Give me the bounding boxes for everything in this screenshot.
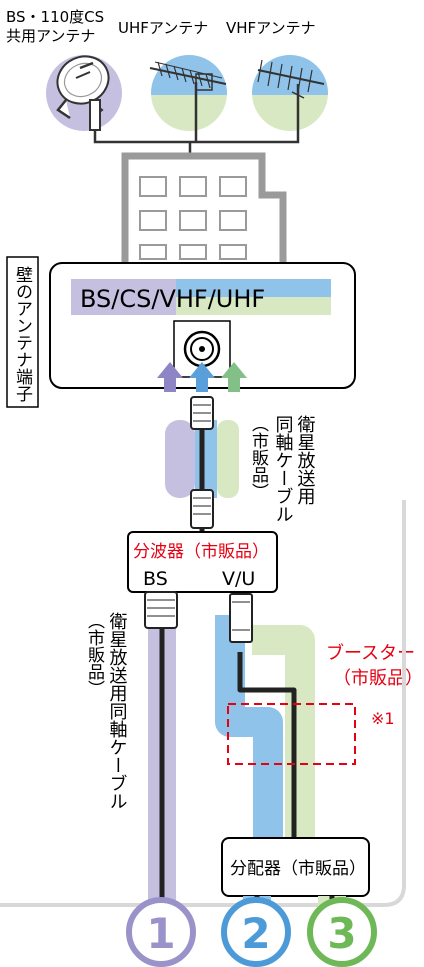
- upper-cable-label-line2: 同軸ケーブル: [273, 415, 294, 523]
- left-cable-note: （市販品）: [84, 612, 105, 697]
- upper-cable-note: （市販品）: [248, 415, 269, 500]
- upper-cable-label-line1: 衛星放送用: [295, 415, 316, 505]
- splitter-port-bs: BS: [143, 568, 168, 590]
- splitter-port-vu: V/U: [222, 568, 255, 590]
- output-1-label: 1: [146, 909, 175, 958]
- wall-terminal-side-label: 壁のアンテナ端子: [12, 266, 33, 402]
- upper-cable: [165, 396, 239, 535]
- output-2-label: 2: [241, 909, 270, 958]
- vhf-antenna-label: VHFアンテナ: [226, 19, 316, 37]
- signal-arrows: [157, 362, 247, 392]
- bs-antenna-label-line1: BS・110度CS: [6, 8, 104, 26]
- uhf-antenna-label: UHFアンテナ: [118, 19, 208, 37]
- booster-footnote: ※1: [371, 709, 395, 728]
- booster-title: ブースター: [326, 642, 415, 664]
- room-outline: [0, 500, 406, 907]
- building: [121, 152, 287, 262]
- output-2: 2: [221, 897, 291, 967]
- vu-output-cable: [215, 593, 315, 855]
- booster-note: （市販品）: [333, 668, 423, 689]
- output-1: 1: [126, 897, 196, 967]
- band-label: BS/CS/VHF/UHF: [80, 285, 265, 313]
- wall-terminal-side-label-box: 壁のアンテナ端子: [6, 256, 39, 408]
- vhf-antenna: [252, 55, 328, 131]
- booster-placeholder: [227, 703, 356, 765]
- bs-antenna-label-line2: 共用アンテナ: [6, 27, 95, 45]
- distributor-title: 分配器（市販品）: [230, 859, 366, 879]
- antenna-feed-lines: [93, 128, 300, 156]
- splitter-box: 分波器（市販品） BS V/U: [127, 531, 278, 593]
- splitter-title: 分波器（市販品）: [133, 542, 269, 562]
- bs-output-cable: [144, 591, 178, 930]
- left-cable-label: 衛星放送用同軸ケーブル: [107, 612, 128, 810]
- uhf-antenna: [149, 55, 227, 131]
- output-3: 3: [307, 897, 377, 967]
- output-3-label: 3: [327, 909, 356, 958]
- bs-cs-antenna: [46, 55, 122, 131]
- wall-terminal-box: BS/CS/VHF/UHF: [49, 262, 356, 389]
- distributor-box: 分配器（市販品）: [221, 837, 370, 897]
